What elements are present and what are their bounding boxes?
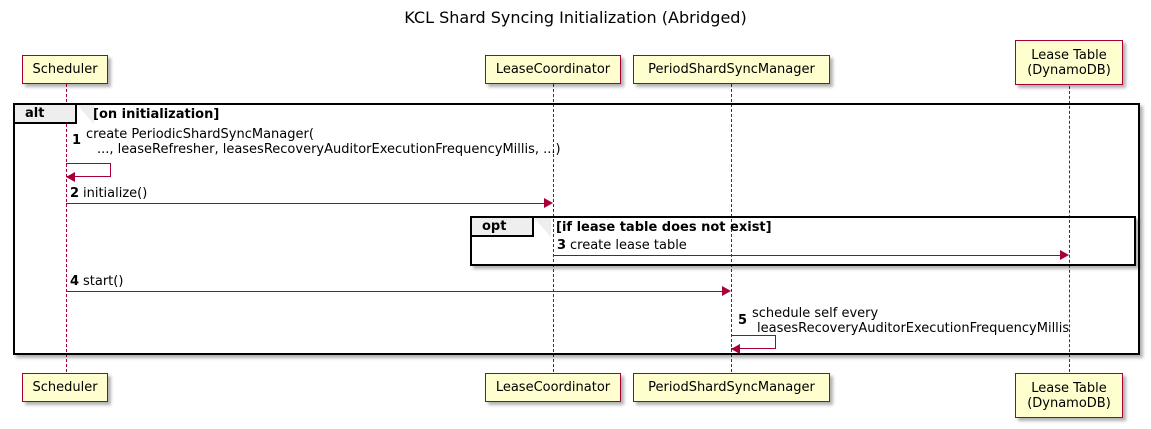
opt-keyword: opt [482,219,507,234]
message-5-arrowhead [731,344,740,354]
diagram-title: KCL Shard Syncing Initialization (Abridg… [404,8,747,27]
participant-label: LeaseCoordinator [495,62,611,77]
participant-label: Scheduler [32,62,98,77]
message-2-text-line1: initialize() [83,186,148,201]
message-3-number: 3 [557,238,567,253]
message-4-line [66,291,724,292]
participant-label: PeriodShardSyncManager [648,62,815,77]
message-2-arrowhead [544,198,553,208]
message-1-self-call-loop [66,163,111,177]
participant-scheduler-bottom[interactable]: Scheduler [22,373,108,402]
message-3-line [553,255,1062,256]
participant-label: Lease Table (DynamoDB) [1027,47,1111,78]
participant-label: LeaseCoordinator [495,380,611,395]
lifeline-leasetable [1069,86,1070,372]
participant-periodshardsyncmanager-top[interactable]: PeriodShardSyncManager [633,55,830,84]
alt-keyword: alt [25,106,45,121]
message-2-number: 2 [70,186,80,201]
opt-frame-label-cut [534,218,551,237]
message-4-number: 4 [70,274,80,289]
lifeline-periodshardsyncmanager [731,84,732,372]
participant-leasetable-bottom[interactable]: Lease Table (DynamoDB) [1015,373,1123,418]
participant-leasecoordinator-bottom[interactable]: LeaseCoordinator [485,373,621,402]
message-1-text-line2: ..., leaseRefresher, leasesRecoveryAudit… [97,142,561,157]
message-5-self-call-loop [731,335,776,349]
message-1-arrowhead [66,172,75,182]
message-1-text-line1: create PeriodicShardSyncManager( [86,127,314,142]
lifeline-scheduler [66,84,67,372]
message-5-text-line1: schedule self every [752,306,879,321]
alt-frame [13,103,1140,355]
lifeline-leasecoordinator [553,84,554,372]
message-3-arrowhead [1060,250,1069,260]
opt-frame-label: opt [472,218,534,237]
participant-label: Scheduler [32,380,98,395]
participant-leasetable-top[interactable]: Lease Table (DynamoDB) [1015,40,1123,85]
participant-leasecoordinator-top[interactable]: LeaseCoordinator [485,55,621,84]
alt-frame-condition: [on initialization] [93,107,220,122]
opt-frame-label-cut-edge [533,217,553,238]
message-1-number: 1 [72,133,82,148]
participant-periodshardsyncmanager-bottom[interactable]: PeriodShardSyncManager [633,373,830,402]
message-2-line [66,203,546,204]
message-5-text-line2: leasesRecoveryAuditorExecutionFrequencyM… [757,321,1070,336]
opt-frame [470,216,1136,266]
opt-frame-condition: [if lease table does not exist] [556,220,772,235]
participant-scheduler-top[interactable]: Scheduler [22,55,108,84]
participant-label: Lease Table (DynamoDB) [1027,380,1111,411]
message-3-text-line1: create lease table [570,238,687,253]
message-4-text-line1: start() [83,274,124,289]
participant-label: PeriodShardSyncManager [648,380,815,395]
alt-frame-label-cut [77,105,94,124]
message-5-number: 5 [738,313,748,328]
alt-frame-label: alt [15,105,77,124]
message-4-arrowhead [722,286,731,296]
